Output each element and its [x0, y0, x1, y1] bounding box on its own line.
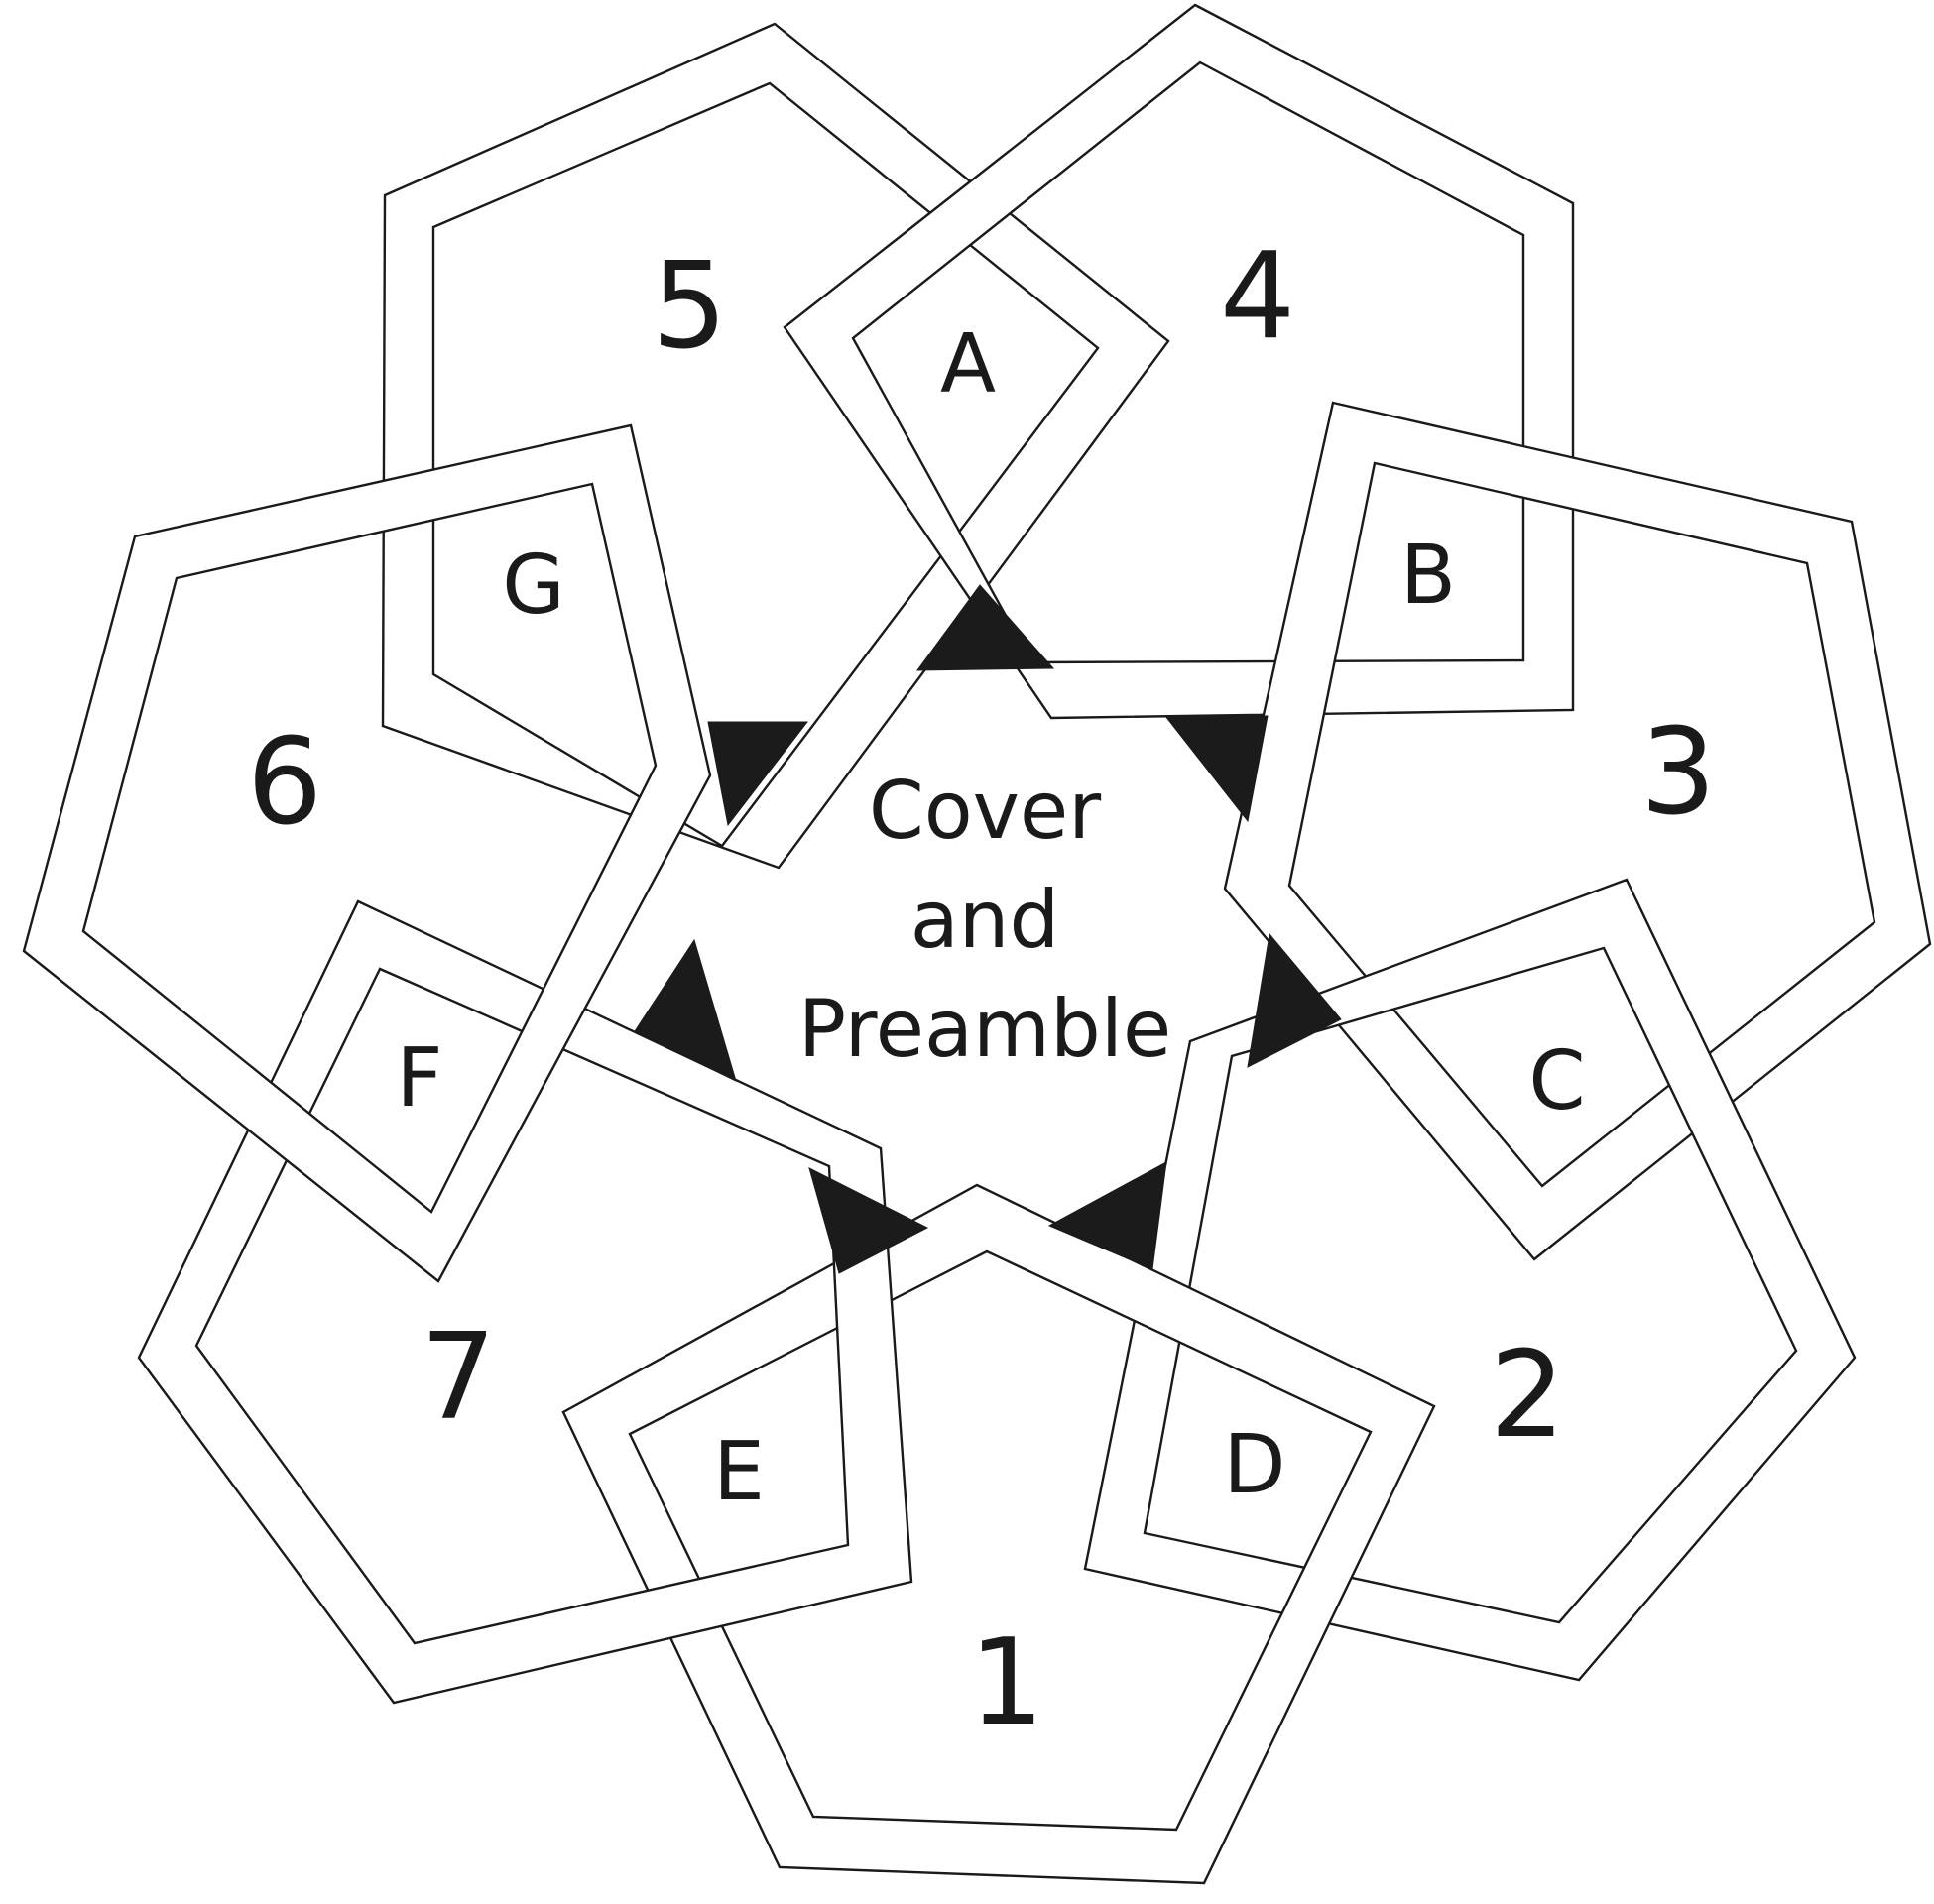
center-wedge-7 — [707, 721, 809, 827]
center-title-line1: Cover — [869, 765, 1101, 857]
center-wedge-5 — [808, 1167, 929, 1274]
section-label-1: 1 — [969, 1614, 1044, 1752]
section-label-7: 7 — [421, 1309, 496, 1447]
overlap-label-e: E — [713, 1425, 765, 1519]
overlap-label-f: F — [396, 1031, 442, 1126]
center-wedge-4 — [1047, 1161, 1167, 1270]
center-wedge-3 — [1247, 932, 1342, 1068]
center-wedges — [634, 584, 1342, 1274]
section-label-2: 2 — [1490, 1327, 1565, 1465]
overlap-label-c: C — [1528, 1034, 1585, 1129]
center-title-line3: Preamble — [798, 983, 1171, 1075]
section-label-5: 5 — [652, 238, 727, 376]
center-wedge-1 — [916, 584, 1055, 671]
pentagon-band-3 — [1223, 401, 1932, 1261]
center-wedge-6 — [634, 938, 737, 1082]
center-title-line2: and — [910, 874, 1060, 966]
pentagon-band-1 — [561, 1183, 1436, 1885]
pentagon-band-2 — [1083, 878, 1857, 1682]
labels: 1 2 3 4 5 6 7 A B C D E F G Cover and Pr… — [247, 228, 1716, 1752]
center-wedge-2 — [1163, 715, 1269, 823]
pentagon-band-6 — [22, 423, 712, 1283]
overlap-label-a: A — [940, 317, 996, 412]
section-label-3: 3 — [1640, 704, 1716, 842]
section-label-4: 4 — [1220, 228, 1295, 366]
overlap-label-b: B — [1400, 529, 1456, 623]
overlap-label-d: D — [1223, 1418, 1285, 1512]
overlap-label-g: G — [502, 538, 565, 633]
section-label-6: 6 — [247, 714, 322, 852]
